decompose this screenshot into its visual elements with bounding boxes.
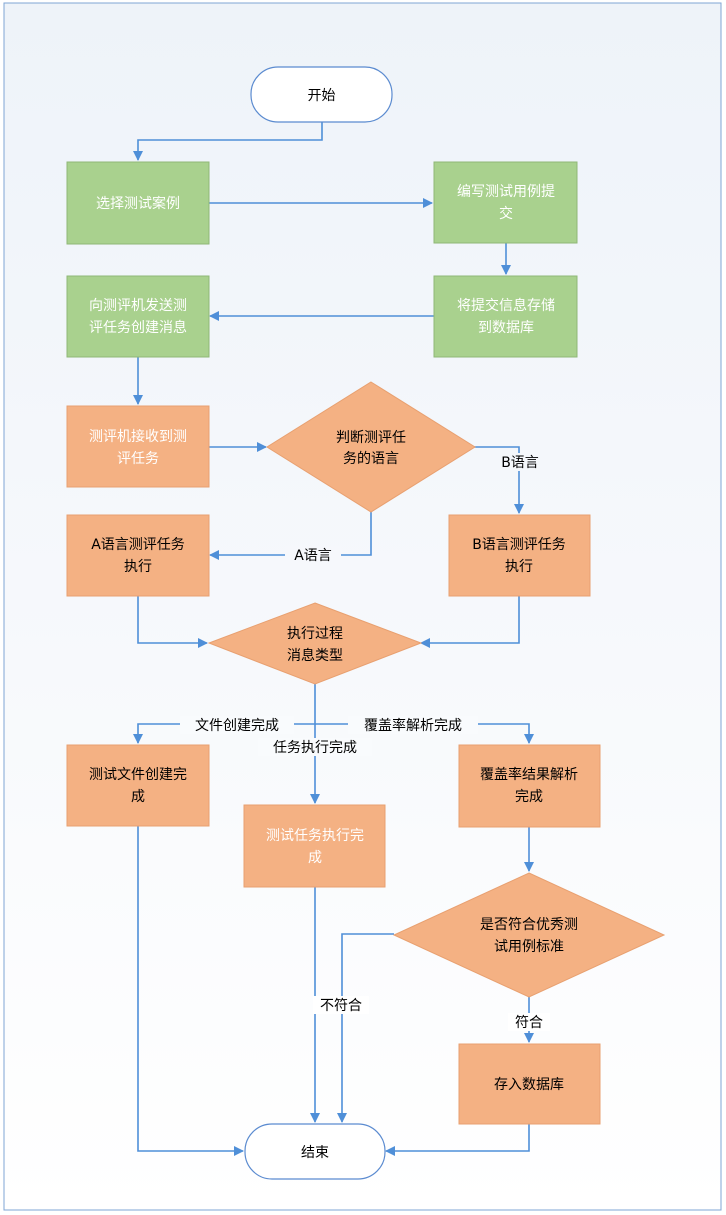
edge-label-coverage-parsed: 覆盖率解析完成 xyxy=(364,717,462,734)
edge-a-to-msgtype xyxy=(137,596,208,648)
edge-check-not-match xyxy=(337,933,394,1123)
svg-text:成: 成 xyxy=(308,850,322,866)
svg-text:B语言测评任务: B语言测评任务 xyxy=(472,537,566,553)
node-exec-a: A语言测评任务 执行 xyxy=(66,514,210,597)
svg-text:务的语言: 务的语言 xyxy=(343,451,399,467)
node-write-case: 编写测试用例提 交 xyxy=(433,161,578,244)
node-send-msg-line-1: 向测评机发送测 xyxy=(89,298,187,314)
node-msg-type: 执行过程 消息类型 xyxy=(207,602,423,685)
svg-text:测评机接收到测: 测评机接收到测 xyxy=(89,428,187,445)
svg-text:评任务创建消息: 评任务创建消息 xyxy=(89,319,187,336)
node-judge-lang-line-2: 务的语言 xyxy=(343,451,399,467)
node-select-case-line-1: 选择测试案例 xyxy=(96,195,180,212)
node-file-created-line-2: 成 xyxy=(131,789,145,805)
svg-text:成: 成 xyxy=(131,789,145,805)
node-exec-a-line-2: 执行 xyxy=(124,559,152,575)
node-check-standard: 是否符合优秀测 试用例标准 xyxy=(392,872,666,998)
edge-label-not-match: 不符合 xyxy=(320,998,362,1014)
svg-text:评任务: 评任务 xyxy=(117,451,159,467)
node-send-msg-line-2: 评任务创建消息 xyxy=(89,319,187,336)
edges xyxy=(133,122,534,1156)
svg-text:是否符合优秀测: 是否符合优秀测 xyxy=(480,917,578,933)
node-exec-b: B语言测评任务 执行 xyxy=(448,514,591,597)
node-exec-b-line-2: 执行 xyxy=(505,559,533,575)
svg-text:向测评机发送测: 向测评机发送测 xyxy=(89,298,187,314)
svg-text:将提交信息存储: 将提交信息存储 xyxy=(457,297,555,314)
edge-save-to-end xyxy=(385,1124,530,1156)
svg-text:交: 交 xyxy=(499,205,513,222)
node-store-submit-line-2: 到数据库 xyxy=(478,320,534,336)
node-coverage-done-line-2: 完成 xyxy=(515,789,543,805)
edge-label-b-lang: B语言 xyxy=(501,455,539,471)
node-file-created-line-1: 测试文件创建完 xyxy=(89,767,187,783)
node-send-msg: 向测评机发送测 评任务创建消息 xyxy=(66,275,210,358)
svg-text:测试文件创建完: 测试文件创建完 xyxy=(89,767,187,783)
node-store-submit-line-1: 将提交信息存储 xyxy=(457,297,555,314)
node-select-case: 选择测试案例 xyxy=(66,161,210,245)
node-save-db-line-1: 存入数据库 xyxy=(494,1077,564,1093)
svg-text:试用例标准: 试用例标准 xyxy=(494,939,564,955)
edge-file-to-end xyxy=(137,826,244,1156)
node-end: 结束 xyxy=(244,1123,386,1180)
svg-text:执行: 执行 xyxy=(505,559,533,575)
edge-b-to-msgtype xyxy=(420,596,520,648)
svg-text:完成: 完成 xyxy=(515,789,543,805)
node-task-done-line-2: 成 xyxy=(308,850,322,866)
svg-text:判断测评任: 判断测评任 xyxy=(336,430,406,446)
node-task-done-line-1: 测试任务执行完 xyxy=(266,828,364,844)
node-msg-type-line-1: 执行过程 xyxy=(287,626,343,642)
node-exec-b-line-1: B语言测评任务 xyxy=(472,537,566,553)
node-end-line-1: 结束 xyxy=(301,1145,329,1161)
node-judge-lang: 判断测评任 务的语言 xyxy=(266,381,476,513)
edge-label-file-created: 文件创建完成 xyxy=(195,718,279,734)
node-coverage-done: 覆盖率结果解析 完成 xyxy=(458,744,601,828)
svg-text:消息类型: 消息类型 xyxy=(287,647,343,664)
svg-text:存入数据库: 存入数据库 xyxy=(494,1077,564,1093)
svg-text:A语言测评任务: A语言测评任务 xyxy=(91,537,185,553)
node-start-line-1: 开始 xyxy=(308,88,336,104)
svg-text:选择测试案例: 选择测试案例 xyxy=(96,195,180,212)
edge-judge-to-a xyxy=(209,512,372,560)
node-receive-task-line-2: 评任务 xyxy=(117,451,159,467)
edge-label-a-lang: A语言 xyxy=(294,548,332,564)
svg-text:编写测试用例提: 编写测试用例提 xyxy=(457,184,555,200)
node-receive-task-line-1: 测评机接收到测 xyxy=(89,428,187,445)
node-file-created: 测试文件创建完 成 xyxy=(66,744,210,827)
edge-start-to-select xyxy=(133,122,323,161)
svg-text:执行: 执行 xyxy=(124,559,152,575)
node-exec-a-line-1: A语言测评任务 xyxy=(91,537,185,553)
node-store-submit: 将提交信息存储 到数据库 xyxy=(433,275,578,358)
svg-text:开始: 开始 xyxy=(308,88,336,104)
edge-label-match: 符合 xyxy=(515,1015,543,1031)
svg-text:到数据库: 到数据库 xyxy=(478,320,534,336)
svg-text:测试任务执行完: 测试任务执行完 xyxy=(266,828,364,844)
svg-text:覆盖率结果解析: 覆盖率结果解析 xyxy=(480,766,578,783)
node-start: 开始 xyxy=(250,66,393,123)
svg-text:执行过程: 执行过程 xyxy=(287,626,343,642)
node-save-db: 存入数据库 xyxy=(458,1043,601,1125)
node-write-case-line-1: 编写测试用例提 xyxy=(457,184,555,200)
node-coverage-done-line-1: 覆盖率结果解析 xyxy=(480,766,578,783)
edge-judge-to-b xyxy=(474,446,524,514)
node-receive-task: 测评机接收到测 评任务 xyxy=(66,405,210,488)
edge-labels: B语言 A语言 文件创建完成 覆盖率解析完成 任务执行完成 不符合 符合 xyxy=(180,453,550,1031)
nodes: 开始 选择测试案例 编写测试用例提 交 将提交信息存储 到数据库 向测评机发送测… xyxy=(66,66,666,1180)
node-task-done: 测试任务执行完 成 xyxy=(243,804,386,888)
node-write-case-line-2: 交 xyxy=(499,205,513,222)
node-check-standard-line-1: 是否符合优秀测 xyxy=(480,917,578,933)
svg-text:结束: 结束 xyxy=(301,1145,329,1161)
node-judge-lang-line-1: 判断测评任 xyxy=(336,430,406,446)
node-check-standard-line-2: 试用例标准 xyxy=(494,939,564,955)
edge-label-task-executed: 任务执行完成 xyxy=(273,740,357,756)
node-msg-type-line-2: 消息类型 xyxy=(287,647,343,664)
